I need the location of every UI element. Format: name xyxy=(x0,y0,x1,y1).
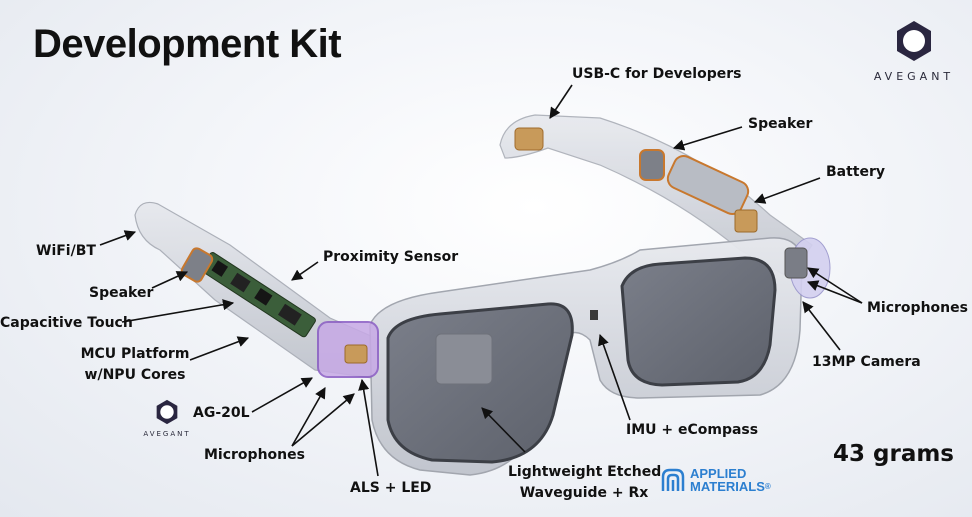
applied-materials-mark xyxy=(661,468,685,491)
label-waveguide-line1: Lightweight Etched xyxy=(508,464,662,480)
label-imu: IMU + eCompass xyxy=(626,422,759,438)
avegant-logo-mark xyxy=(897,21,931,61)
left-arm-board xyxy=(200,252,316,338)
label-speaker-left: Speaker xyxy=(89,285,154,301)
label-mcu-platform: MCU Platform w/NPU Cores xyxy=(80,344,190,386)
left-speaker-module xyxy=(180,247,214,283)
label-proximity-sensor: Proximity Sensor xyxy=(323,249,459,265)
applied-materials-line1: APPLIED xyxy=(690,466,747,481)
avegant-chip-logo-mark xyxy=(156,399,178,425)
label-waveguide-line2: Waveguide + Rx xyxy=(519,485,649,501)
label-capacitive-touch: Capacitive Touch xyxy=(0,315,133,331)
label-microphones-left: Microphones xyxy=(204,447,305,463)
label-usb-c: USB-C for Developers xyxy=(572,66,742,82)
label-microphones-right: Microphones xyxy=(867,300,968,316)
waveguide-display xyxy=(435,333,493,385)
label-als-led: ALS + LED xyxy=(350,480,432,496)
label-mcu-line2: w/NPU Cores xyxy=(84,367,186,383)
label-wifi-bt: WiFi/BT xyxy=(36,243,96,259)
avegant-chip-wordmark: AVEGANT xyxy=(143,430,191,438)
weight-text: 43 grams xyxy=(833,441,954,467)
applied-materials-line2: MATERIALS xyxy=(690,479,765,494)
right-arm-electronics xyxy=(514,127,758,233)
label-mcu-line1: MCU Platform xyxy=(80,346,190,362)
label-speaker-right: Speaker xyxy=(748,116,813,132)
avegant-wordmark: AVEGANT xyxy=(873,70,955,83)
imu-sensor xyxy=(590,310,598,320)
right-lens xyxy=(620,256,777,387)
applied-materials-text: APPLIED MATERIALS® xyxy=(690,467,771,493)
label-battery: Battery xyxy=(826,164,886,180)
label-chip: AG-20L xyxy=(193,405,250,421)
label-camera: 13MP Camera xyxy=(812,354,921,370)
applied-materials-registered: ® xyxy=(764,482,771,491)
label-waveguide: Lightweight Etched Waveguide + Rx xyxy=(508,462,662,504)
leader-lines xyxy=(99,84,863,477)
applied-materials-logo: APPLIED MATERIALS® xyxy=(660,467,771,493)
avegant-chip-logo: AVEGANT xyxy=(137,398,197,438)
avegant-logo: AVEGANT xyxy=(868,18,960,83)
page-title: Development Kit xyxy=(33,22,342,66)
